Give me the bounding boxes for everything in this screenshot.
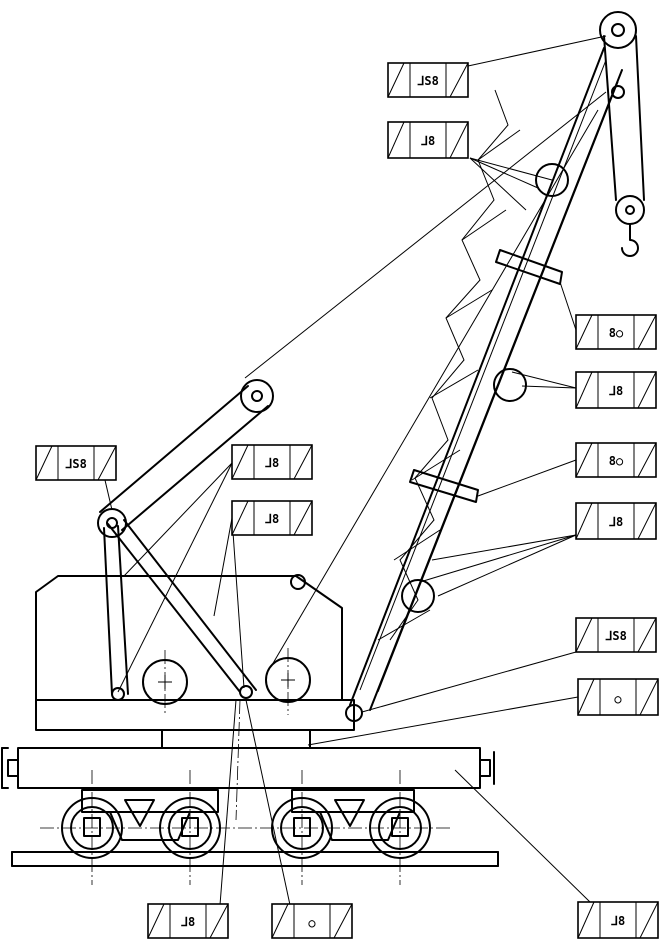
callout-frame-bottom-left: ᒧ8: [147, 903, 229, 939]
callout-boom-band-2: 8○: [575, 442, 657, 478]
callout-frame-bottom-center: ○: [271, 903, 353, 939]
callout-symbol: ᒧS8: [417, 74, 439, 88]
cab: [35, 574, 355, 731]
rear-stays: [99, 379, 274, 531]
callout-car-frame: ᒧ8: [577, 901, 659, 939]
callout-symbol: ᒧ8: [421, 134, 436, 148]
bogie-left: [61, 789, 221, 859]
callout-symbol: ○: [308, 916, 316, 930]
car-frame: [1, 747, 495, 789]
callout-symbol: ᒧ8: [609, 384, 624, 398]
callout-boom-band-1: 8○: [575, 314, 657, 350]
callout-symbol: 8○: [609, 454, 624, 468]
turntable: [161, 729, 311, 749]
bogie-right: [271, 789, 431, 859]
callout-turntable-ring: ○: [577, 678, 659, 716]
callout-symbol: ○: [614, 692, 622, 706]
callout-mast-head: ᒧS8: [35, 445, 117, 481]
callout-boom-tip: ᒧS8: [387, 62, 469, 98]
callout-boom-lacing-mid: ᒧ8: [575, 371, 657, 409]
rail: [11, 851, 499, 867]
callout-boom-lacing-upper: ᒧ8: [387, 121, 469, 159]
callout-boom-lacing-lower: ᒧ8: [575, 502, 657, 540]
callout-symbol: ᒧS8: [605, 629, 627, 643]
callout-symbol: 8○: [609, 326, 624, 340]
bogie-axes: [40, 770, 450, 885]
callout-symbol: ᒧ8: [265, 456, 280, 470]
callout-mast-legs: ᒧ8: [231, 444, 313, 480]
callout-symbol: ᒧ8: [181, 915, 196, 929]
callout-boom-foot: ᒧS8: [575, 617, 657, 653]
callout-symbol: ᒧS8: [65, 457, 87, 471]
a-frame-mast: [97, 508, 257, 821]
callout-symbol: ᒧ8: [611, 914, 626, 928]
callout-symbol: ᒧ8: [609, 515, 624, 529]
callout-symbol: ᒧ8: [265, 512, 280, 526]
boom: [345, 11, 637, 722]
ropes: [244, 91, 607, 666]
leader-lines: [100, 35, 607, 906]
hoist-and-hook: [603, 35, 645, 257]
callout-mast-strut: ᒧ8: [231, 500, 313, 536]
